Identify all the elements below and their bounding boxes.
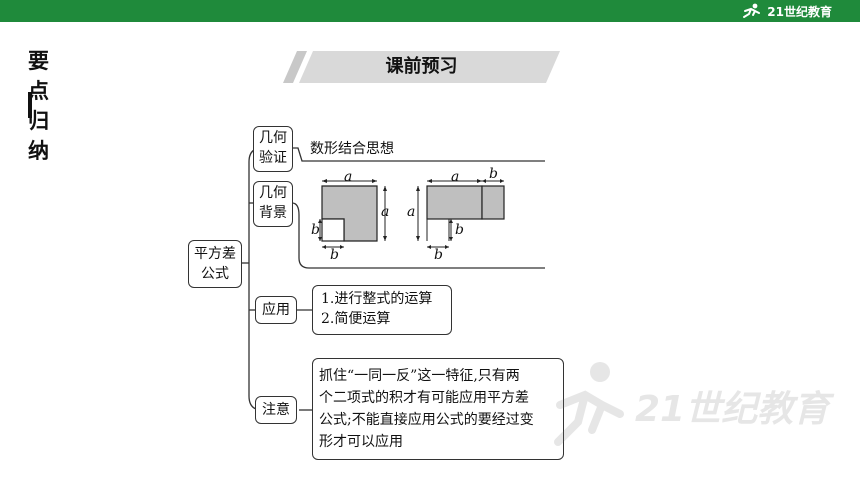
top-bar: 21世纪教育	[0, 0, 860, 22]
section-heading: 要点归纳	[28, 49, 49, 163]
right-fig-label-a-top: a	[451, 169, 460, 185]
brand-logo-text: 21世纪教育	[767, 4, 832, 19]
left-fig-label-a-side: a	[381, 204, 390, 220]
notes-line-4: 形才可以应用	[319, 434, 403, 450]
right-fig-label-b-side: b	[455, 222, 464, 238]
left-fig-label-a-top: a	[344, 169, 353, 185]
root-node-box: 平方差 公式	[188, 240, 242, 288]
banner-shape	[283, 51, 560, 83]
left-fig-label-b-bottom: b	[330, 247, 339, 263]
application-line-2: 2.简便运算	[321, 311, 391, 327]
page-banner: 课前预习	[283, 51, 560, 83]
branch-geometric-background: 几何 背景	[253, 181, 293, 227]
right-fig-label-b-top: b	[489, 166, 498, 182]
branch-geometric-proof: 几何 验证	[253, 126, 293, 172]
notes-line-3: 公式;不能直接应用公式的要经过变	[319, 412, 534, 428]
watermark: 21世纪教育	[540, 350, 840, 460]
brand-logo: 21世纪教育	[741, 2, 832, 20]
watermark-text: 21世纪教育	[635, 389, 830, 430]
runner-icon	[743, 3, 761, 18]
notes-line-1: 抓住“一同一反”这一特征,只有两	[319, 368, 520, 384]
heading-bar	[28, 92, 32, 118]
notes-line-2: 个二项式的积才有可能应用平方差	[319, 390, 529, 406]
application-content-box: 1.进行整式的运算 2.简便运算	[312, 285, 452, 335]
application-line-1: 1.进行整式的运算	[321, 291, 433, 307]
branch-geometric-proof-content: 数形结合思想	[310, 141, 394, 157]
section-title: 要点归纳	[28, 49, 50, 163]
branch-application: 应用	[255, 296, 297, 324]
right-rectangle-figure	[416, 179, 505, 249]
watermark-runner-icon	[554, 362, 624, 446]
left-fig-label-b-side: b	[311, 222, 320, 238]
branch-notes: 注意	[255, 396, 297, 424]
banner-title: 课前预习	[385, 56, 458, 77]
right-fig-label-b-bottom: b	[434, 247, 443, 263]
notes-content-box: 抓住“一同一反”这一特征,只有两 个二项式的积才有可能应用平方差 公式;不能直接…	[312, 358, 564, 460]
left-square-figure	[318, 179, 387, 249]
right-fig-label-a-side: a	[407, 204, 416, 220]
